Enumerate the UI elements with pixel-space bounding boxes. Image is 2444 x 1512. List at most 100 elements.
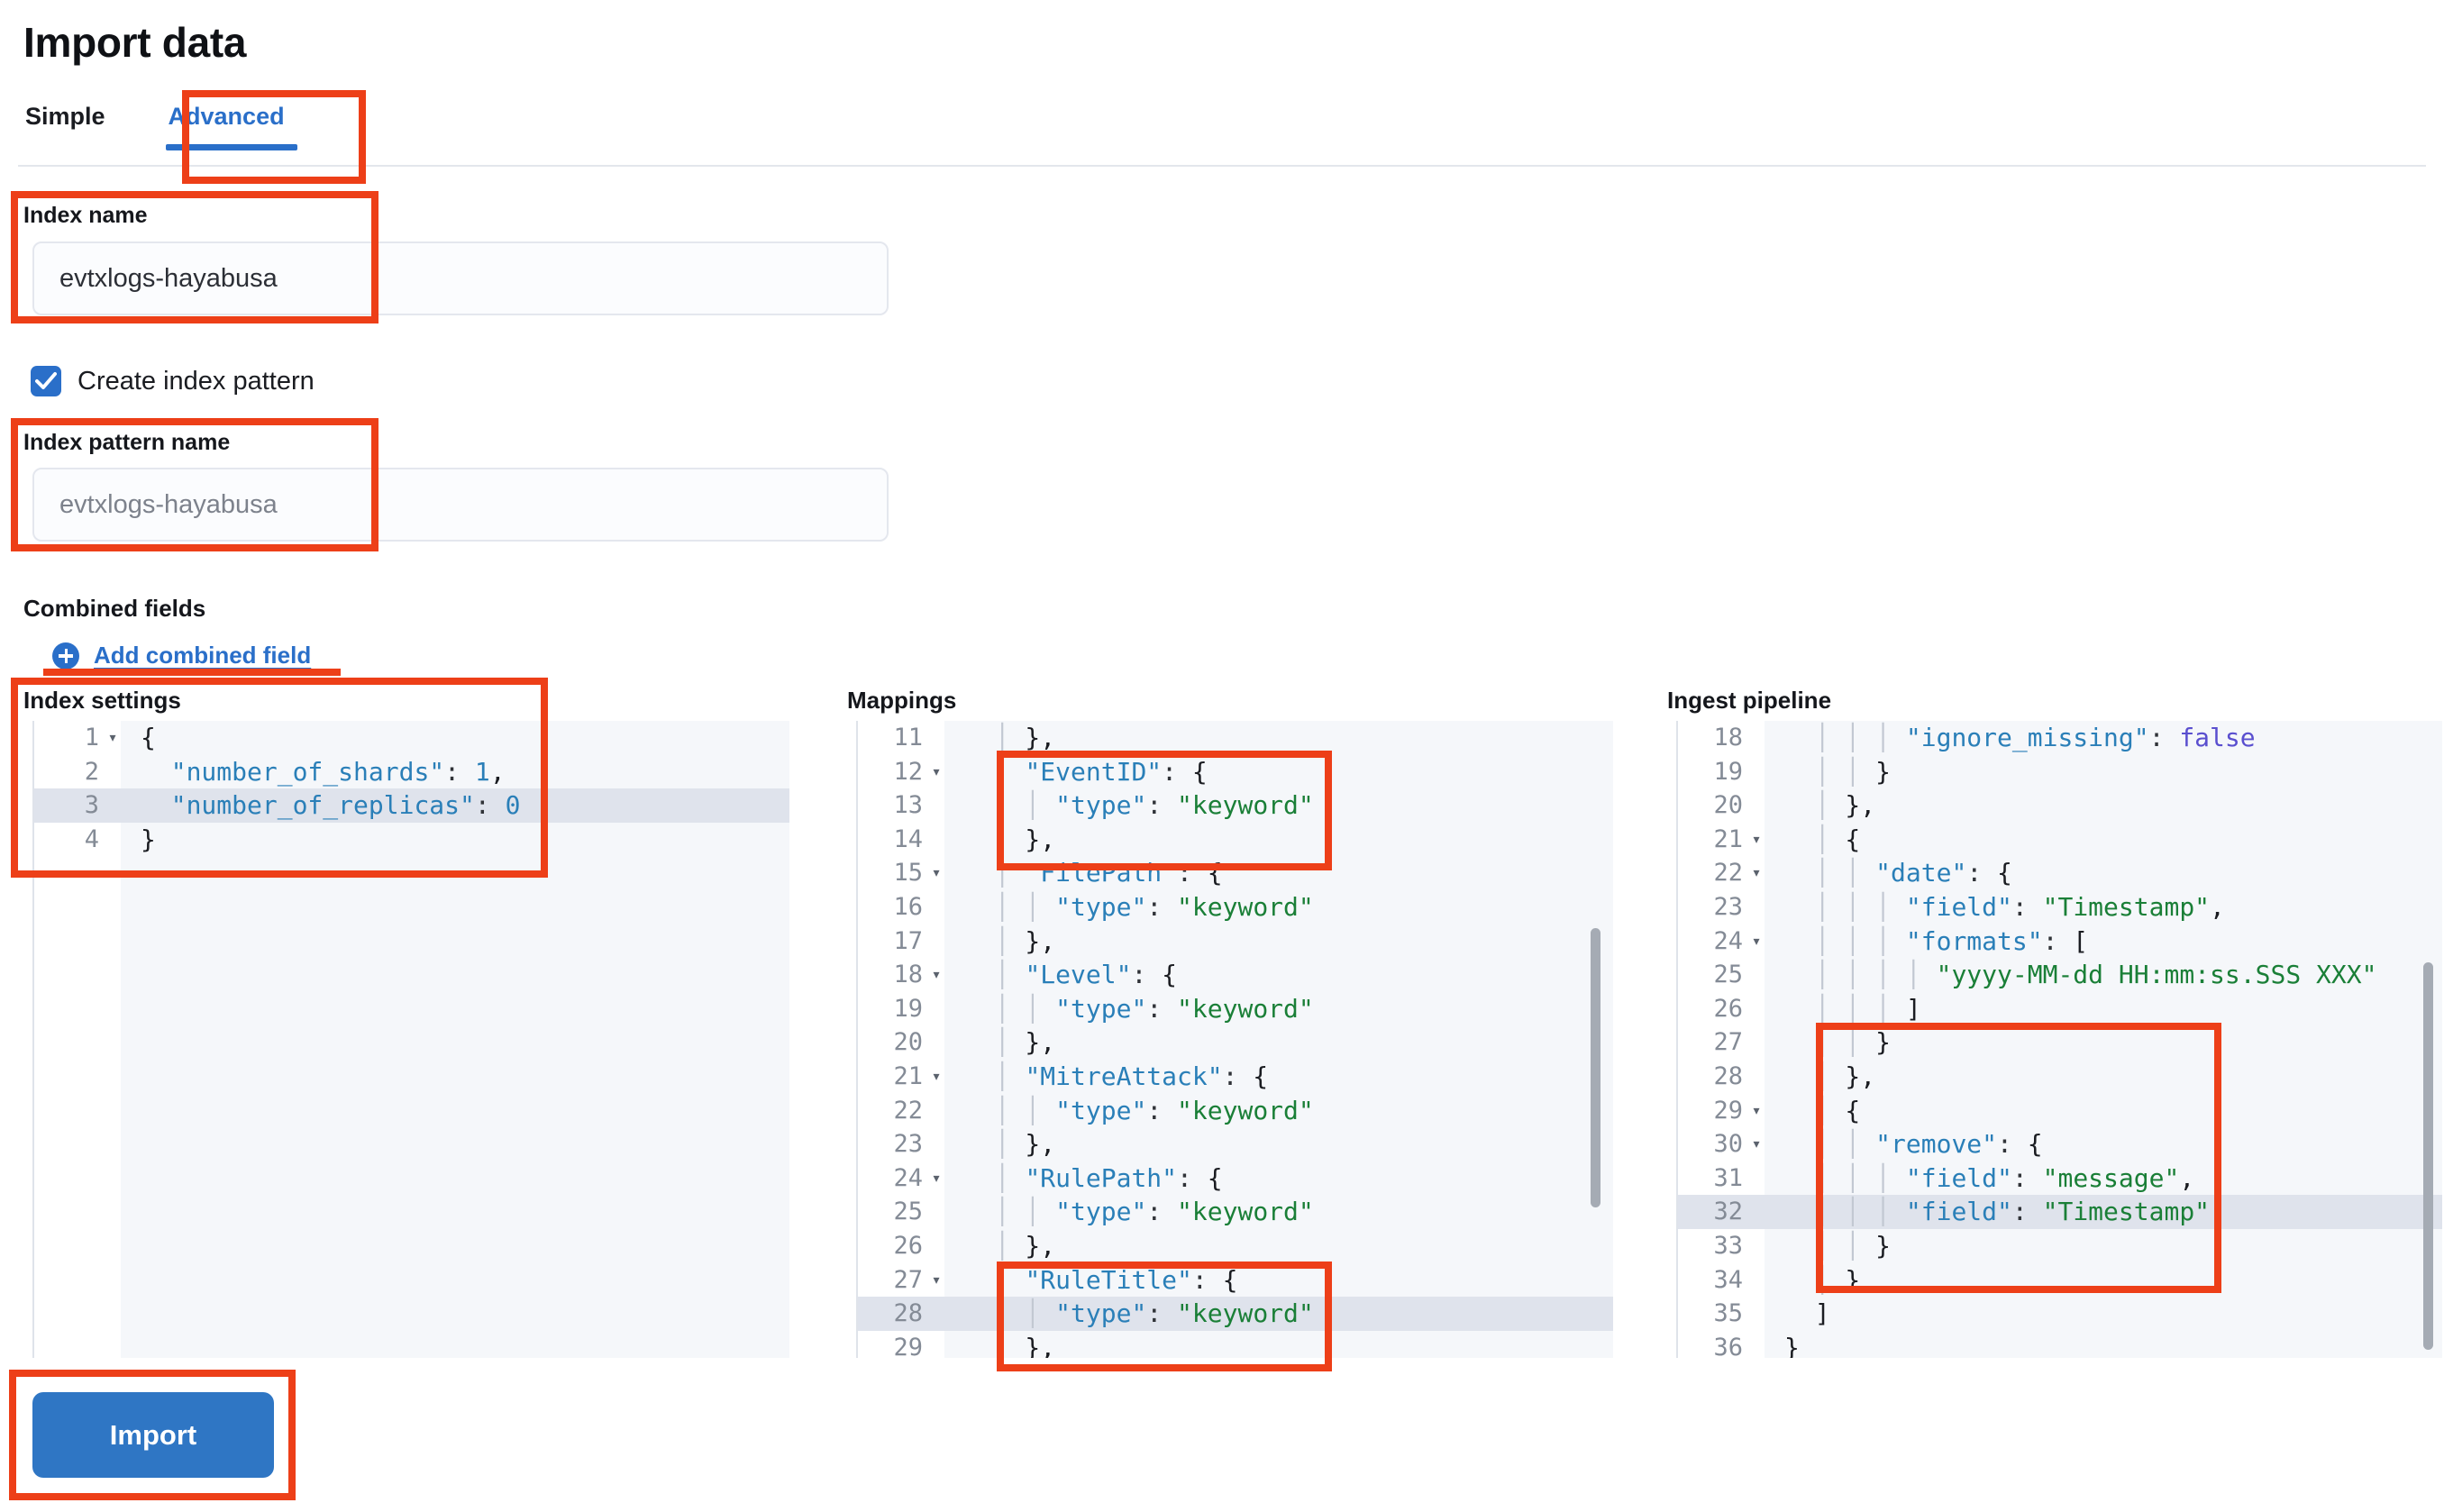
editor-line[interactable]: 17 │ },	[858, 925, 1613, 959]
line-number: 23	[1713, 892, 1743, 921]
fold-arrow-icon[interactable]: ▾	[1751, 829, 1762, 849]
index-pattern-name-input[interactable]: evtxlogs-hayabusa	[32, 468, 889, 542]
editor-line[interactable]: 29 │ },	[858, 1331, 1613, 1358]
line-number: 27	[1713, 1028, 1743, 1057]
editor-line[interactable]: 11 │ },	[858, 721, 1613, 755]
editor-line[interactable]: 25 │ │ "type": "keyword"	[858, 1195, 1613, 1229]
editor-line[interactable]: 16 │ │ "type": "keyword"	[858, 890, 1613, 925]
editor-line[interactable]: 19 │ │ "type": "keyword"	[858, 992, 1613, 1026]
editor-line[interactable]: 12▾ │ "EventID": {	[858, 755, 1613, 789]
editor-line[interactable]: 19 │ │ }	[1678, 755, 2442, 789]
line-number: 15	[893, 859, 923, 888]
line-number: 29	[1713, 1096, 1743, 1125]
editor-line[interactable]: 31 │ │ │ "field": "message",	[1678, 1161, 2442, 1196]
line-number: 1	[84, 724, 99, 751]
code-text: │ │ }	[1814, 1230, 1892, 1261]
fold-arrow-icon[interactable]: ▾	[1751, 863, 1762, 883]
editor-line[interactable]: 28 │ │ "type": "keyword"	[858, 1297, 1613, 1331]
fold-arrow-icon[interactable]: ▾	[931, 1168, 942, 1188]
code-text: │ │ "type": "keyword"	[994, 891, 1314, 922]
editor-line[interactable]: 2 "number_of_shards": 1,	[34, 755, 789, 789]
editor-line[interactable]: 15 ▾ │ "FilePath": {	[858, 856, 1613, 890]
fold-arrow-icon[interactable]: ▾	[107, 728, 118, 747]
add-combined-field-button[interactable]: Add combined field	[52, 642, 311, 669]
editor-line[interactable]: 21▾ │ {	[1678, 823, 2442, 857]
fold-arrow-icon[interactable]: ▾	[931, 1270, 942, 1289]
code-text: │ "RulePath": {	[994, 1162, 1223, 1193]
code-text: │ "FilePath": {	[994, 858, 1223, 888]
tab-advanced[interactable]: Advanced	[136, 97, 317, 150]
line-number: 19	[1713, 757, 1743, 786]
code-text: }	[1784, 1332, 1800, 1358]
editor-line[interactable]: 26 │ │ │ ]	[1678, 992, 2442, 1026]
editor-line[interactable]: 27 │ │ }	[1678, 1025, 2442, 1060]
editor-line[interactable]: 24▾ │ "RulePath": {	[858, 1161, 1613, 1196]
tabs-divider	[18, 165, 2426, 167]
editor-line[interactable]: 23 │ },	[858, 1127, 1613, 1161]
code-text: │ │ "type": "keyword"	[994, 1095, 1314, 1125]
editor-line[interactable]: 24▾ │ │ │ "formats": [	[1678, 925, 2442, 959]
code-text: │ },	[994, 723, 1056, 752]
editor-line[interactable]: 23 │ │ │ "field": "Timestamp",	[1678, 890, 2442, 925]
editor-line[interactable]: 34 │ }	[1678, 1263, 2442, 1298]
editor-line[interactable]: 33 │ │ }	[1678, 1229, 2442, 1263]
editor-line[interactable]: 4}	[34, 823, 789, 857]
line-number: 13	[893, 791, 923, 820]
line-number: 24	[1713, 926, 1743, 955]
editor-line[interactable]: 25 │ │ │ │ "yyyy-MM-dd HH:mm:ss.SSS XXX"	[1678, 958, 2442, 992]
editor-line[interactable]: 28 │ },	[1678, 1060, 2442, 1094]
editor-line[interactable]: 32 │ │ │ "field": "Timestamp"	[1678, 1195, 2442, 1229]
code-text: "number_of_shards": 1,	[170, 756, 506, 787]
ingest-pipeline-scrollbar[interactable]	[2423, 962, 2433, 1350]
code-text: │ },	[1814, 790, 1876, 821]
editor-line[interactable]: 30▾ │ │ "remove": {	[1678, 1127, 2442, 1161]
line-number: 21	[1713, 824, 1743, 853]
annotation-underline-add-combined-field	[43, 669, 341, 676]
fold-arrow-icon[interactable]: ▾	[1751, 931, 1762, 951]
editor-line[interactable]: 26 │ },	[858, 1229, 1613, 1263]
editor-line[interactable]: 35 ]	[1678, 1297, 2442, 1331]
code-text: │ │ "type": "keyword"	[994, 1298, 1314, 1329]
code-text: │ },	[994, 925, 1056, 956]
index-settings-editor[interactable]: 1▾{2 "number_of_shards": 1,3 "number_of_…	[32, 721, 789, 1358]
mappings-scrollbar[interactable]	[1591, 928, 1600, 1207]
editor-line[interactable]: 29▾ │ {	[1678, 1094, 2442, 1128]
index-pattern-name-label: Index pattern name	[23, 430, 231, 455]
fold-arrow-icon[interactable]: ▾	[1751, 1134, 1762, 1154]
code-text: "number_of_replicas": 0	[170, 790, 521, 821]
editor-line[interactable]: 36}	[1678, 1331, 2442, 1358]
editor-line[interactable]: 20 │ },	[1678, 788, 2442, 823]
editor-line[interactable]: 1▾{	[34, 721, 789, 755]
index-name-input[interactable]: evtxlogs-hayabusa	[32, 241, 889, 315]
fold-arrow-icon[interactable]: ▾	[931, 761, 942, 781]
combined-fields-label: Combined fields	[23, 595, 206, 622]
line-number: 25	[893, 1198, 923, 1226]
line-number: 20	[1713, 791, 1743, 820]
tab-simple[interactable]: Simple	[25, 103, 105, 130]
fold-arrow-icon[interactable]: ▾	[931, 863, 942, 883]
import-button[interactable]: Import	[32, 1392, 274, 1478]
editor-line[interactable]: 20 │ },	[858, 1025, 1613, 1060]
create-index-pattern-row[interactable]: Create index pattern	[31, 366, 315, 396]
fold-arrow-icon[interactable]: ▾	[1751, 1100, 1762, 1120]
code-text: │ │ │ "field": "Timestamp"	[1814, 1197, 2211, 1227]
fold-arrow-icon[interactable]: ▾	[931, 1066, 942, 1086]
line-number: 22	[893, 1096, 923, 1125]
mappings-editor[interactable]: 11 │ },12▾ │ "EventID": {13 │ │ "type": …	[856, 721, 1613, 1358]
editor-line[interactable]: 13 │ │ "type": "keyword"	[858, 788, 1613, 823]
code-text: │ │ │ │ "yyyy-MM-dd HH:mm:ss.SSS XXX"	[1814, 960, 2377, 990]
editor-line[interactable]: 18 │ │ │ "ignore_missing": false	[1678, 721, 2442, 755]
checkbox-icon[interactable]	[31, 366, 61, 396]
fold-arrow-icon[interactable]: ▾	[931, 965, 942, 985]
editor-line[interactable]: 21▾ │ "MitreAttack": {	[858, 1060, 1613, 1094]
editor-line[interactable]: 18▾ │ "Level": {	[858, 958, 1613, 992]
editor-line[interactable]: 27▾ │ "RuleTitle": {	[858, 1263, 1613, 1298]
editor-line[interactable]: 22▾ │ │ "date": {	[1678, 856, 2442, 890]
index-settings-title: Index settings	[23, 687, 181, 714]
editor-line[interactable]: 22 │ │ "type": "keyword"	[858, 1094, 1613, 1128]
editor-line[interactable]: 3 "number_of_replicas": 0	[34, 788, 789, 823]
page-title: Import data	[23, 19, 247, 66]
line-number: 32	[1713, 1198, 1743, 1226]
editor-line[interactable]: 14 │ },	[858, 823, 1613, 857]
